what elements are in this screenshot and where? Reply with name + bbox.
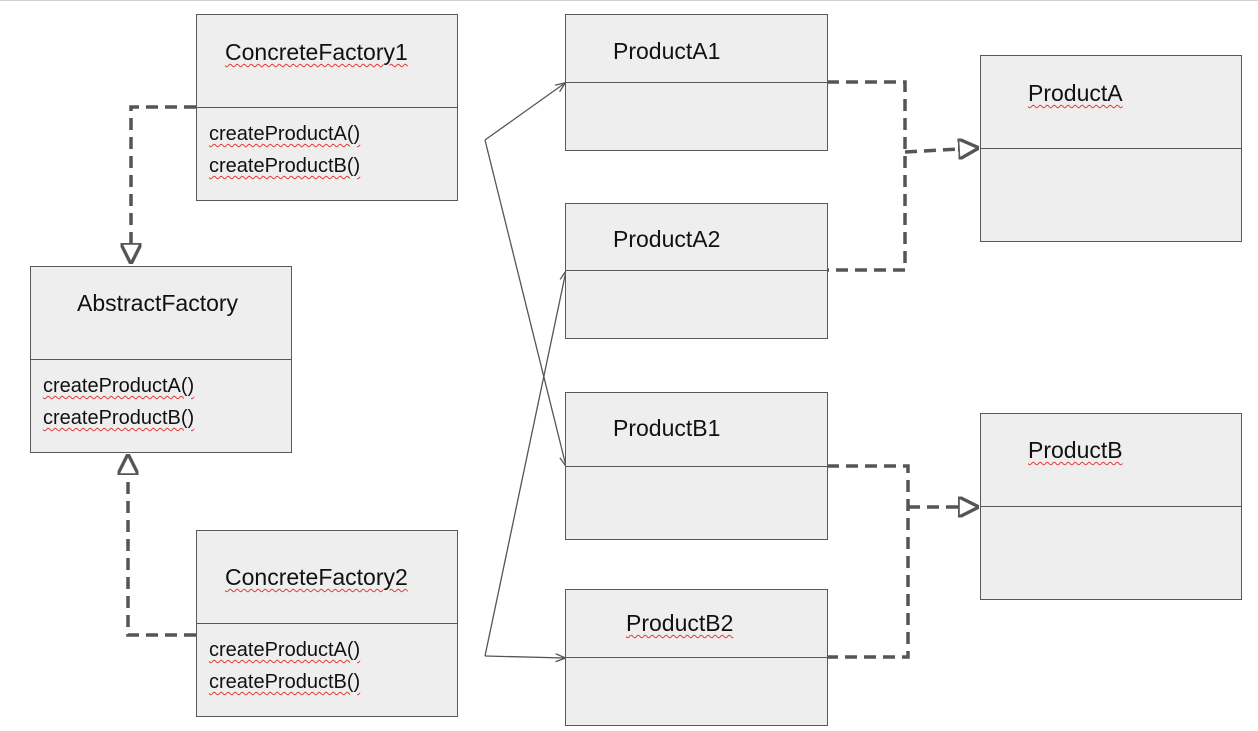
class-box-concrete-factory-1[interactable]: ConcreteFactory1 createProductA() create… [196,14,458,201]
class-title: ProductB2 [626,610,734,636]
class-box-abstract-factory[interactable]: AbstractFactory createProductA() createP… [30,266,292,453]
realization-factory2-to-abstract [128,456,196,637]
class-box-concrete-factory-2[interactable]: ConcreteFactory2 createProductA() create… [196,530,458,717]
class-header: ProductA2 [566,204,827,271]
class-box-product-a1[interactable]: ProductA1 [565,14,828,151]
method-item: createProductB() [209,155,361,177]
class-box-product-b[interactable]: ProductB [980,413,1242,600]
class-header: ProductA [981,56,1241,149]
dependency-factory2-to-producta2 [484,271,566,657]
realization-productb1-to-productb [827,464,910,659]
method-item: createProductB() [209,671,361,693]
class-title: ConcreteFactory1 [225,39,408,65]
class-title: ProductA2 [613,226,721,252]
class-header: ProductB [981,414,1241,507]
realization-producta1-to-producta [827,80,907,272]
dependency-factory1-to-productb1 [484,139,566,466]
method-item: createProductA() [209,123,361,145]
class-box-product-a[interactable]: ProductA [980,55,1242,242]
class-header: ProductB1 [566,393,827,467]
class-title: AbstractFactory [77,290,239,316]
class-title: ProductB [1028,437,1123,463]
method-list: createProductA() createProductB() [209,634,360,698]
dependency-factory2-to-productb2 [484,656,565,658]
class-title: ProductB1 [613,415,721,441]
class-title: ProductA [1028,80,1123,106]
class-box-product-a2[interactable]: ProductA2 [565,203,828,339]
class-header: ProductA1 [566,15,827,83]
class-title: ConcreteFactory2 [225,564,408,590]
dependency-factory1-to-producta1 [484,83,565,141]
class-header: ConcreteFactory2 [197,531,457,624]
class-header: ProductB2 [566,590,827,658]
realization-factory1-to-abstract [131,105,196,262]
window-top-border [0,0,1258,1]
realization-producta-arrow [904,148,977,152]
class-box-product-b2[interactable]: ProductB2 [565,589,828,726]
method-item: createProductA() [43,375,195,397]
method-list: createProductA() createProductB() [43,370,194,434]
method-item: createProductB() [43,407,195,429]
class-header: ConcreteFactory1 [197,15,457,108]
class-header: AbstractFactory [31,267,291,360]
class-box-product-b1[interactable]: ProductB1 [565,392,828,540]
class-title: ProductA1 [613,38,721,64]
method-item: createProductA() [209,639,361,661]
method-list: createProductA() createProductB() [209,118,360,182]
